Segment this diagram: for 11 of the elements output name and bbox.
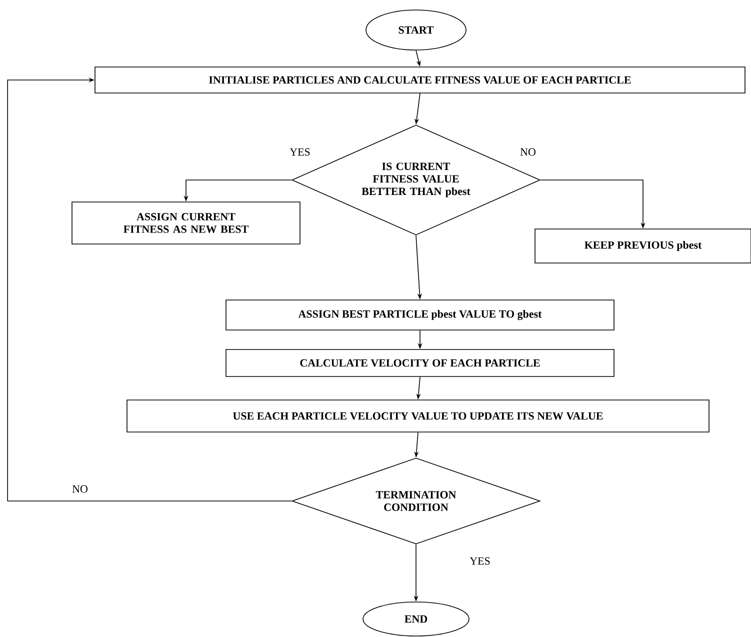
process-box: CALCULATE VELOCITY OF EACH PARTICLE bbox=[226, 349, 614, 377]
arrow bbox=[7, 78, 292, 502]
edge-label: YES bbox=[468, 556, 492, 566]
process-box: KEEP PREVIOUS pbest bbox=[534, 228, 751, 264]
process-box: USE EACH PARTICLE VELOCITY VALUE TO UPDATE ITS NEW VALUE bbox=[126, 400, 710, 432]
edge-label: NO bbox=[519, 147, 537, 157]
process-box: INITIALISE PARTICLES AND CALCULATE FITNESS VALUE OF EACH PARTICLE bbox=[94, 66, 746, 94]
edge-label: NO bbox=[71, 484, 89, 494]
process-box: ASSIGN BEST PARTICLE pbest VALUE TO gbest bbox=[226, 300, 614, 330]
edge-label: YES bbox=[288, 147, 312, 157]
process-box: ASSIGN CURRENT FITNESS AS NEW BEST bbox=[72, 202, 300, 244]
